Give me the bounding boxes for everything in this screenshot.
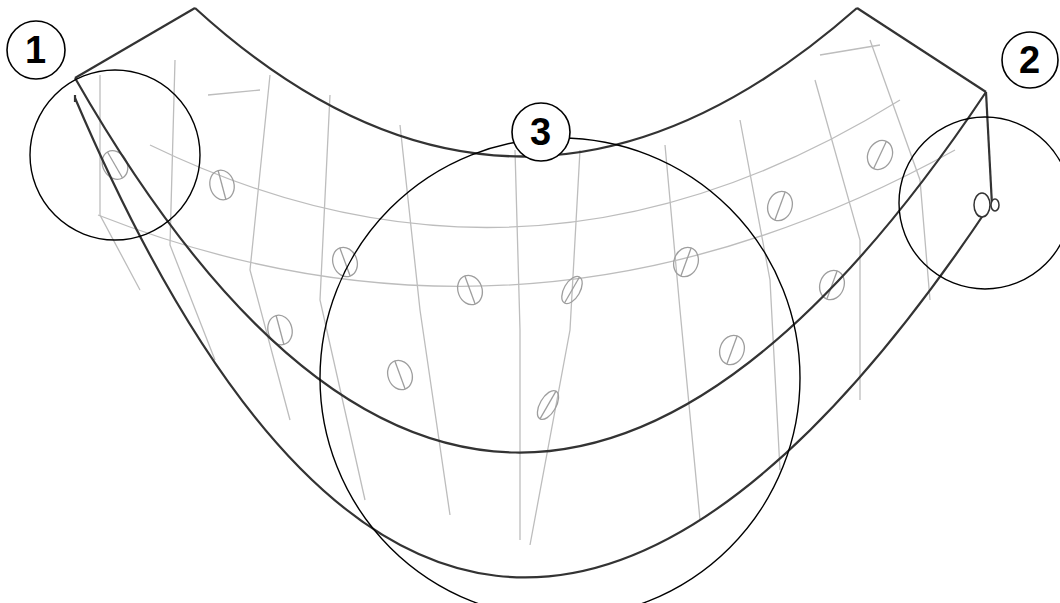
callout-number: 1 — [25, 31, 46, 69]
callout-number: 3 — [530, 113, 551, 151]
callout-number: 2 — [1019, 41, 1040, 79]
